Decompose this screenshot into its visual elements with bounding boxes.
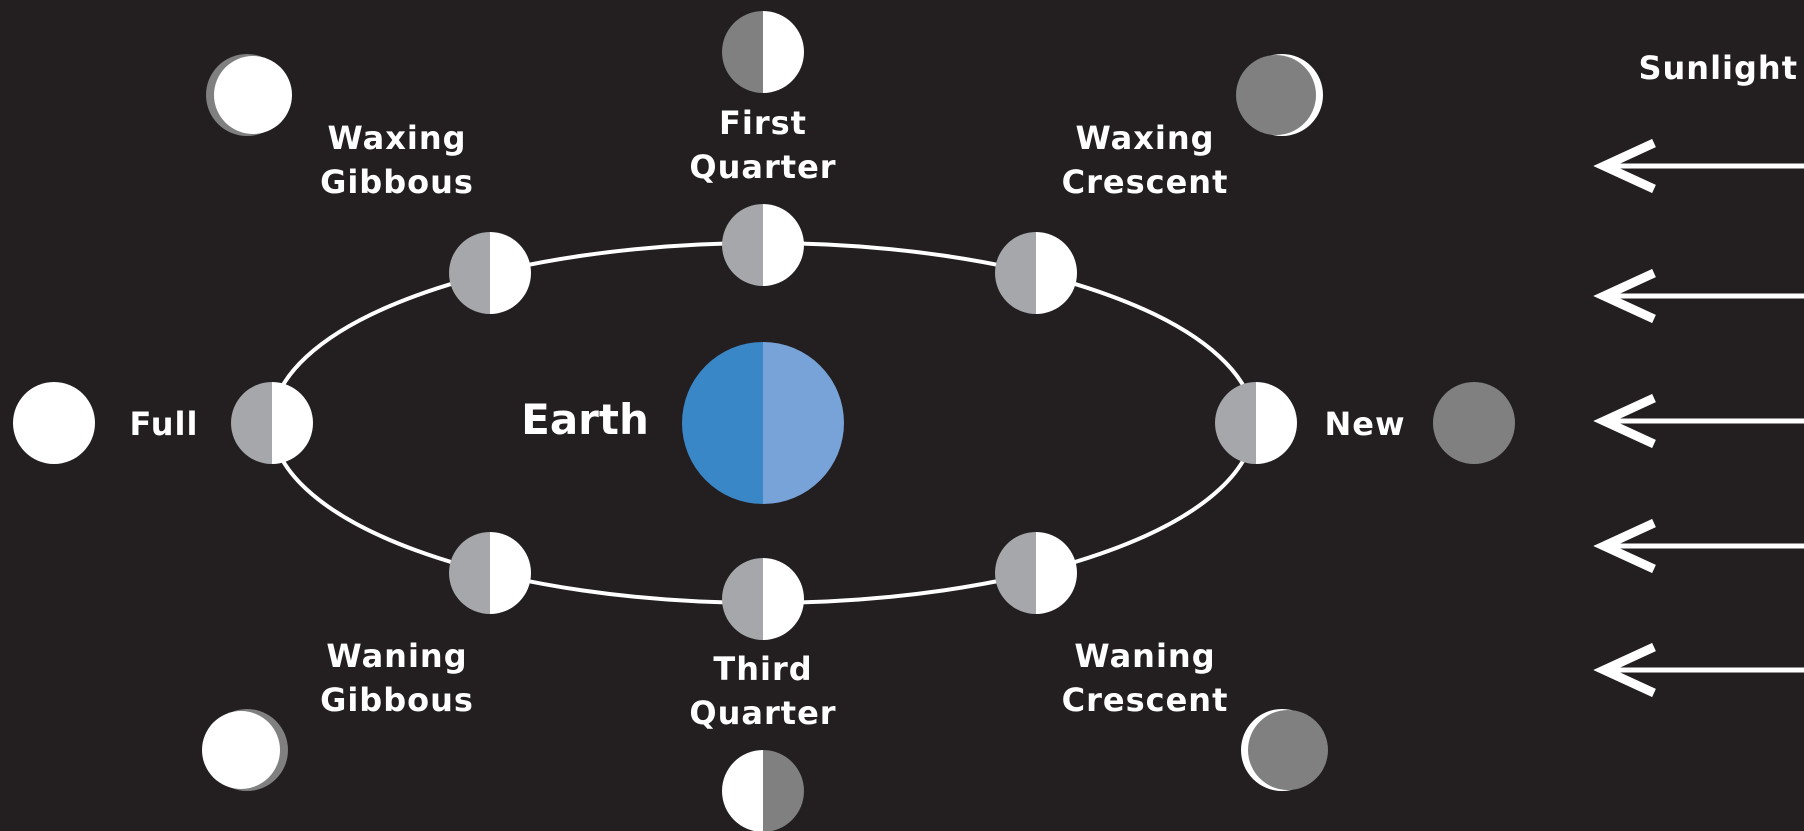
label-full-text: Full <box>118 402 210 446</box>
orbiting-moon-icon-first-quarter <box>722 204 804 286</box>
label-waning-crescent-line-2: Crescent <box>1040 678 1250 722</box>
label-waning-gibbous: Waning Gibbous <box>302 634 492 722</box>
orbiting-moon-icon-waning-gibbous <box>449 532 531 614</box>
label-earth-text: Earth <box>515 398 655 442</box>
moon-phase-icon-new <box>1433 382 1515 464</box>
label-third-quarter-line-2: Quarter <box>673 691 853 735</box>
moon-phase-icon-first-quarter <box>722 11 804 93</box>
orbiting-moon-icon-waxing-gibbous <box>449 232 531 314</box>
moon-phase-icon-waxing-gibbous <box>206 54 292 136</box>
label-waning-gibbous-line-1: Waning <box>302 634 492 678</box>
arrow-left-icon-4 <box>1604 523 1804 569</box>
label-earth: Earth <box>515 398 655 442</box>
arrow-left-icon-3 <box>1604 398 1804 444</box>
moon-phase-icon-third-quarter <box>722 750 804 831</box>
label-waxing-gibbous-line-2: Gibbous <box>302 160 492 204</box>
label-waxing-crescent: Waxing Crescent <box>1040 116 1250 204</box>
moon-phase-icon-full <box>13 382 95 464</box>
moon-phase-icon-waning-crescent <box>1241 709 1328 791</box>
label-new: New <box>1310 402 1420 446</box>
orbiting-moon-icon-third-quarter <box>722 558 804 640</box>
label-sunlight-text: Sunlight <box>1602 46 1798 90</box>
label-first-quarter: First Quarter <box>673 101 853 189</box>
arrow-left-icon-5 <box>1604 647 1804 693</box>
orbiting-moon-icon-waxing-crescent <box>995 232 1077 314</box>
label-waxing-gibbous: Waxing Gibbous <box>302 116 492 204</box>
label-full: Full <box>118 402 210 446</box>
label-waxing-gibbous-line-1: Waxing <box>302 116 492 160</box>
label-first-quarter-line-1: First <box>673 101 853 145</box>
label-sunlight: Sunlight <box>1602 46 1798 90</box>
orbiting-moon-icon-waning-crescent <box>995 532 1077 614</box>
label-waning-crescent: Waning Crescent <box>1040 634 1250 722</box>
orbiting-moon-icon-full <box>231 382 313 464</box>
label-third-quarter: Third Quarter <box>673 647 853 735</box>
label-waxing-crescent-line-2: Crescent <box>1040 160 1250 204</box>
label-third-quarter-line-1: Third <box>673 647 853 691</box>
orbiting-moon-icon-new <box>1215 382 1297 464</box>
arrow-left-icon-2 <box>1604 273 1804 319</box>
earth-icon <box>682 342 844 504</box>
arrow-left-icon-1 <box>1604 143 1804 189</box>
label-waning-crescent-line-1: Waning <box>1040 634 1250 678</box>
label-first-quarter-line-2: Quarter <box>673 145 853 189</box>
moon-phase-icon-waning-gibbous <box>202 709 288 791</box>
label-new-text: New <box>1310 402 1420 446</box>
label-waning-gibbous-line-2: Gibbous <box>302 678 492 722</box>
label-waxing-crescent-line-1: Waxing <box>1040 116 1250 160</box>
